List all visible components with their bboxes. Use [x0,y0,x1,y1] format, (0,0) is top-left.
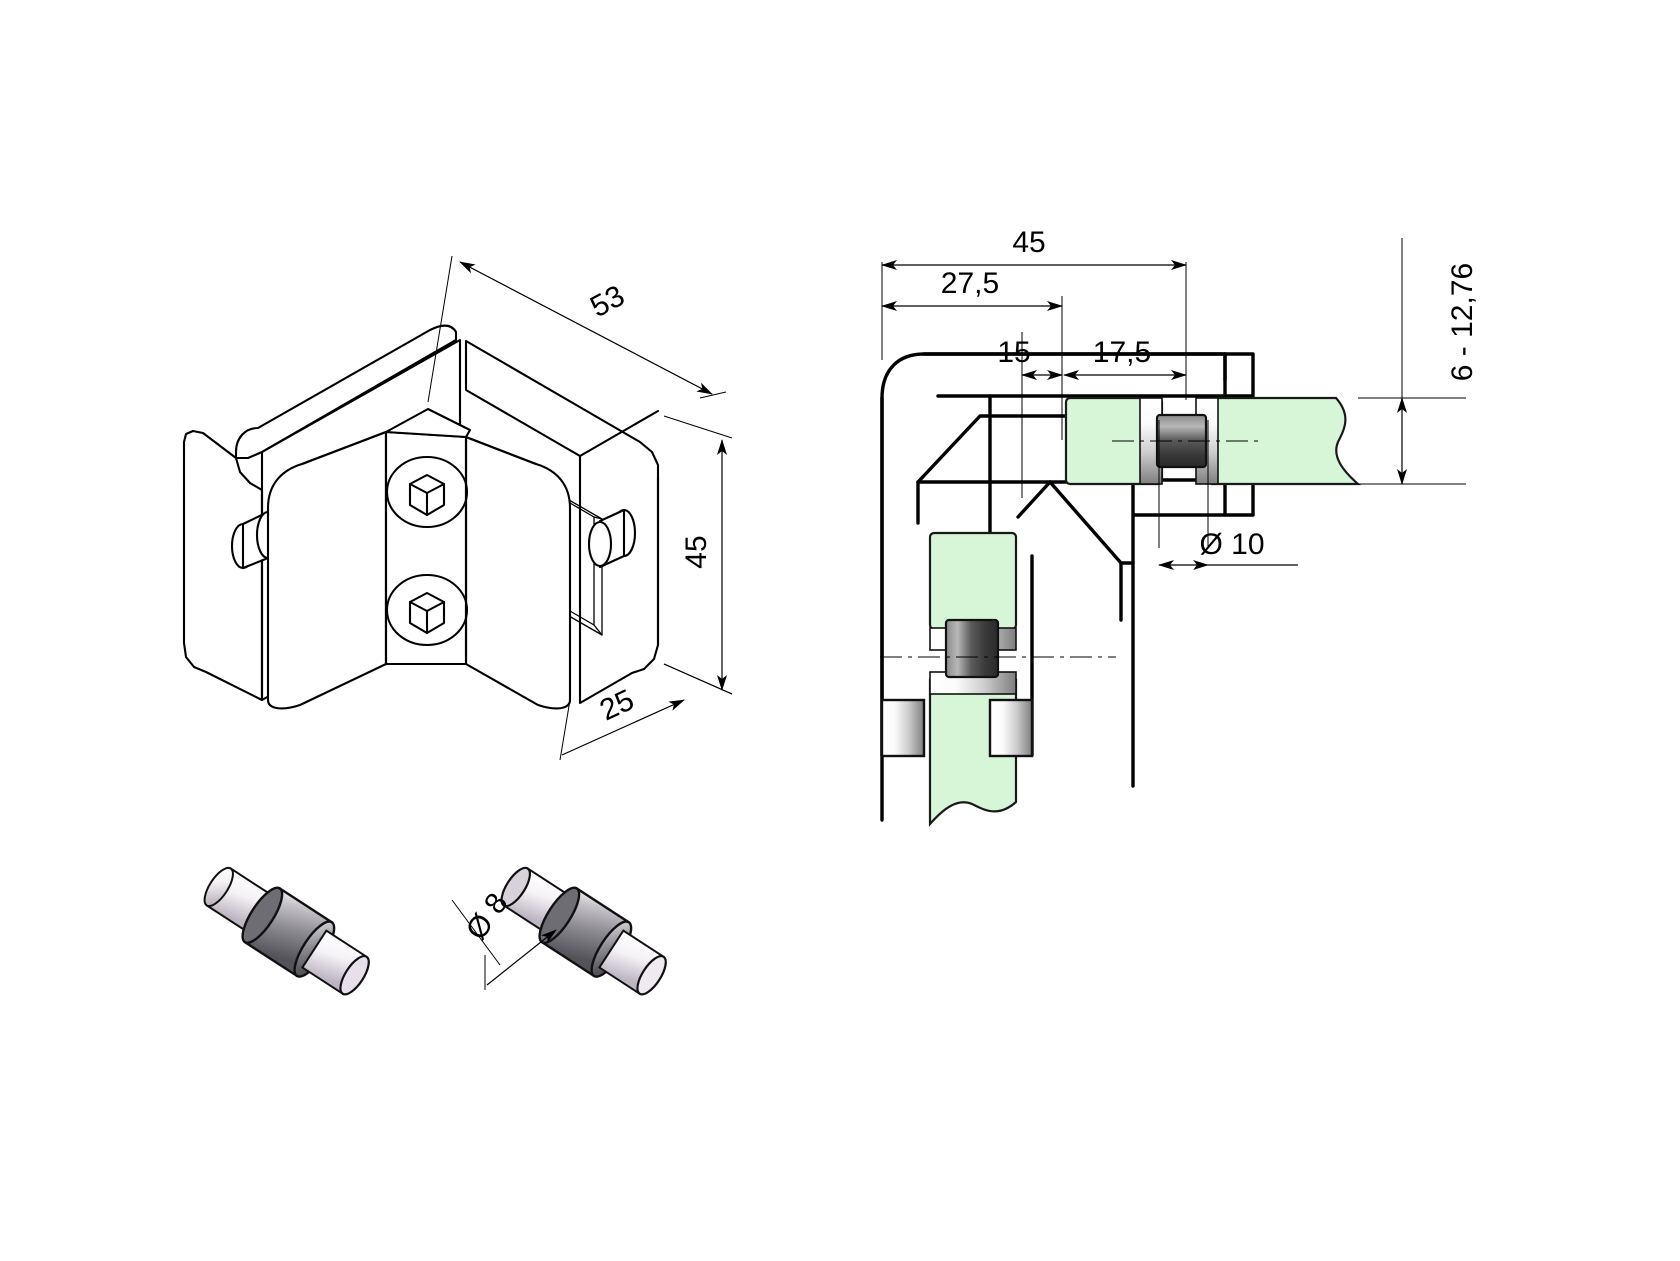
dim-45-sec-group: 45 [881,226,1187,270]
dim-dia10-label: Ø 10 [1199,528,1264,561]
dim-45-sec-label: 45 [1012,226,1045,259]
dim-15-label: 15 [997,336,1030,369]
section-bottom-bosses [880,698,1034,758]
dim-45-iso-group: 45 [663,415,733,695]
iso-bolt-lower [385,573,469,647]
dim-dia10-group: Ø 10 [1158,528,1298,570]
dim-glass-thickness-group: 6 - 12,76 [1397,263,1479,485]
dim-glass-thickness-label: 6 - 12,76 [1446,263,1479,381]
section-cut-view: 45 27,5 15 17,5 Ø 10 6 - 12,76 [880,226,1479,827]
pin-detail-views: Ø 8 [203,866,667,996]
dim-15-group: 15 [997,336,1063,380]
dim-175-group: 17,5 [1063,336,1187,380]
iso-bolt-upper [385,455,469,529]
section-diagonal-rib [916,480,1123,622]
pin-assembly-horizontal [1112,397,1262,485]
glass-outer-horizontal [1210,396,1361,486]
section-mid-jaw [1131,478,1227,788]
pin-body-vertical [944,618,1000,679]
dim-45-iso-label: 45 [680,535,713,568]
pin-assembly-vertical [880,618,1116,695]
dim-175-label: 17,5 [1093,336,1151,369]
dim-275-label: 27,5 [941,267,999,300]
section-upper-inner-profile [916,414,1062,525]
glass-inner-vertical [928,531,1018,631]
section-top-jaw [922,352,1227,398]
isometric-3d-view: 53 45 25 [182,255,733,761]
iso-right-pin-boss [587,508,637,569]
iso-center-body [266,407,572,710]
pin-detail-right [500,866,667,996]
dim-53-label: 53 [585,279,630,324]
pin-detail-left [203,866,370,996]
dim-275-group: 27,5 [881,267,1063,311]
